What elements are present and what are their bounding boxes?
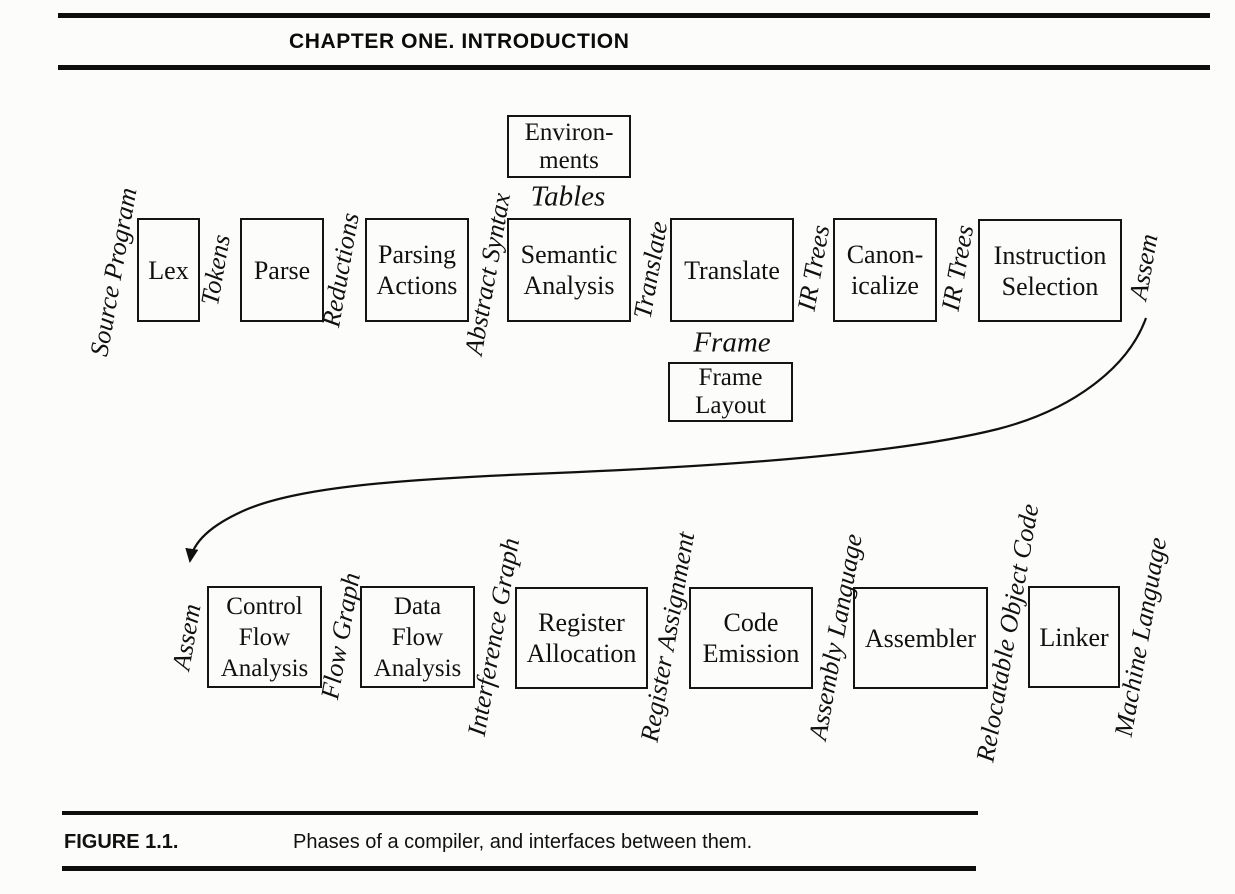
caption-bottom-rule [62,866,976,871]
caption-top-rule [62,811,978,815]
environments-box: Environ- ments [507,115,631,178]
phase-box-translate: Translate [670,218,794,322]
phase-box-canonicalize-label: Canon- icalize [846,240,924,300]
phase-box-semantic-analysis-label: Semantic Analysis [520,240,618,300]
page-top-rule [58,13,1210,18]
phase-box-instruction-selection-label: Instruction Selection [993,240,1107,301]
interface-label-ir-trees-2: IR Trees [935,222,980,313]
phase-box-register-allocation: Register Allocation [515,587,648,689]
header-bottom-rule [58,65,1210,70]
phase-box-data-flow-analysis: Data Flow Analysis [360,586,475,688]
phase-box-code-emission: Code Emission [689,587,813,689]
chapter-header: CHAPTER ONE. INTRODUCTION [289,30,630,53]
phase-box-lex-label: Lex [148,255,189,285]
phase-box-parse-label: Parse [253,255,311,285]
phase-box-semantic-analysis: Semantic Analysis [507,218,631,322]
phase-box-parse: Parse [240,218,324,322]
phase-box-linker-label: Linker [1039,622,1109,652]
phase-box-translate-label: Translate [684,255,780,285]
figure-caption: Phases of a compiler, and interfaces bet… [293,831,753,853]
phase-box-parsing-actions: Parsing Actions [365,218,469,322]
phase-box-canonicalize: Canon- icalize [833,218,937,322]
frame-label: Frame [693,326,771,359]
phase-box-assembler-label: Assembler [864,623,977,653]
phase-box-assembler: Assembler [853,587,988,689]
frame-layout-box: Frame Layout [668,362,793,422]
figure-number: FIGURE 1.1. [64,831,179,853]
phase-box-register-allocation-label: Register Allocation [526,608,637,668]
interface-label-translate: Translate [627,219,674,321]
phase-box-lex: Lex [137,218,200,322]
tables-label: Tables [530,180,606,213]
interface-label-tokens: Tokens [195,232,236,308]
phase-box-linker: Linker [1028,586,1120,688]
environments-box-label: Environ- ments [524,118,614,174]
phase-box-control-flow-analysis-label: Control Flow Analysis [220,592,309,682]
phase-box-code-emission-label: Code Emission [702,608,800,668]
phase-box-instruction-selection: Instruction Selection [978,219,1122,322]
frame-layout-box-label: Frame Layout [695,364,766,419]
phase-box-data-flow-analysis-label: Data Flow Analysis [373,592,462,682]
interface-label-source-program: Source Program [84,185,143,359]
interface-label-assem-bottom: Assem [166,601,207,673]
assem-arrow-path [185,317,1148,563]
phase-box-control-flow-analysis: Control Flow Analysis [207,586,322,688]
interface-label-assem-top: Assem [1123,231,1164,303]
phase-box-parsing-actions-label: Parsing Actions [376,240,458,300]
interface-label-ir-trees-1: IR Trees [791,222,836,313]
